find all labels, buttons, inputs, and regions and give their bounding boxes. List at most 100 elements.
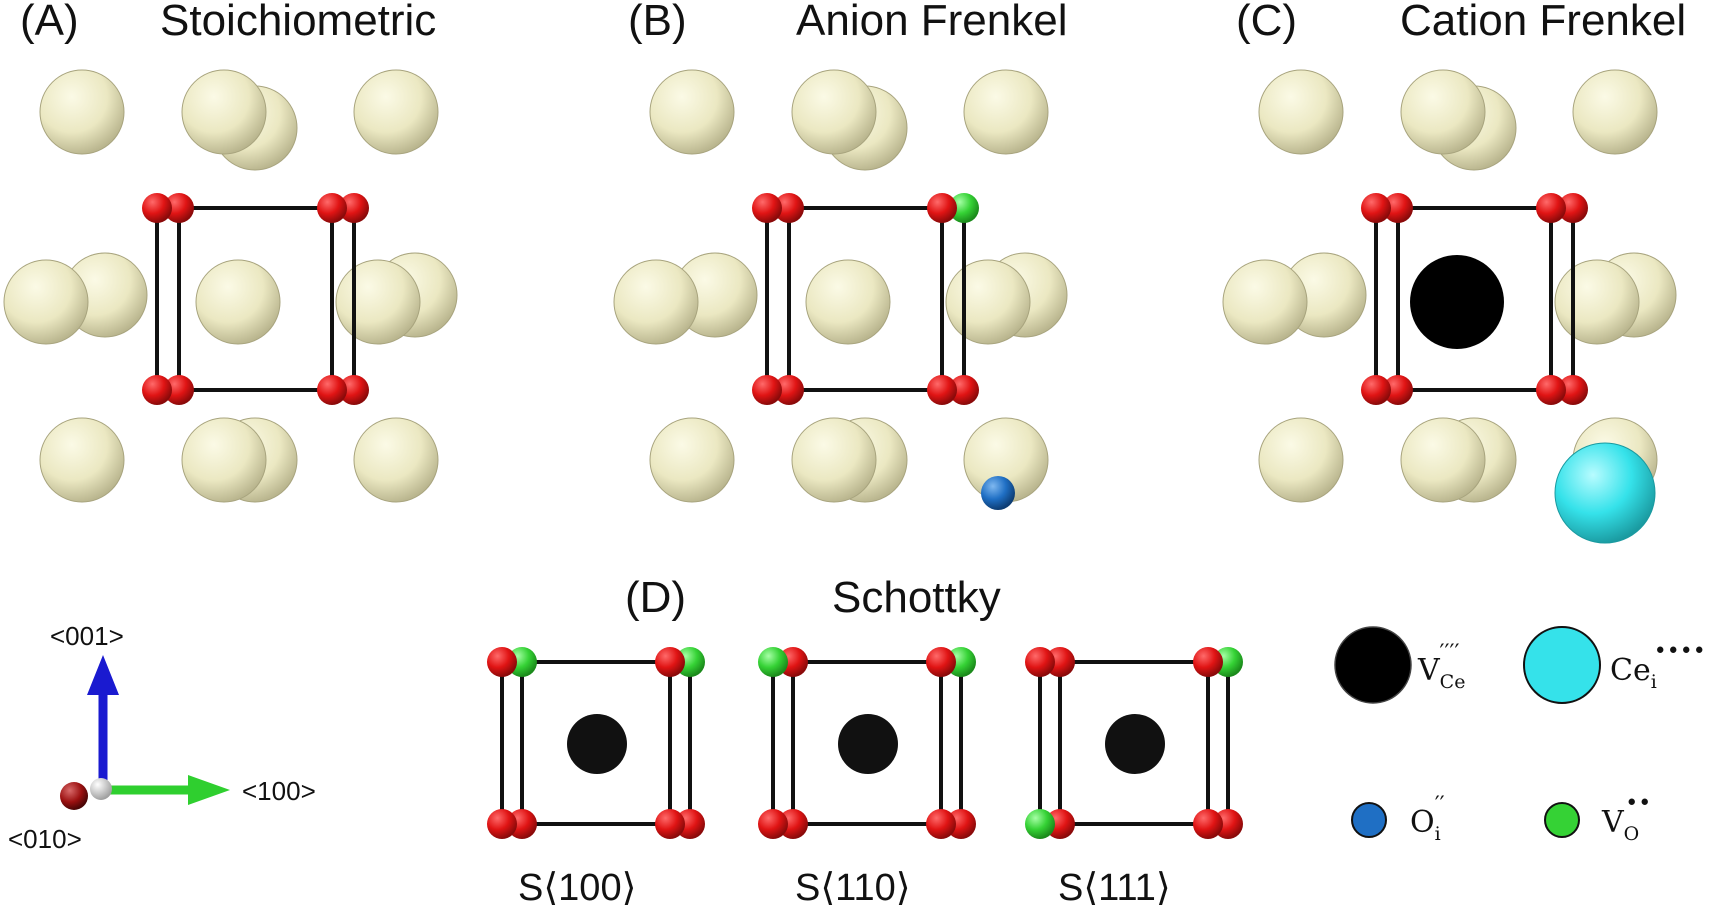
cerium-atom <box>1258 69 1344 155</box>
cerium-atom <box>945 259 1031 345</box>
panel-a-stoichiometric <box>3 69 458 503</box>
panel-a-letter: (A) <box>20 0 79 45</box>
oxygen-atom <box>317 193 347 223</box>
schottky-110-label: S⟨110⟩ <box>795 867 911 909</box>
cerium-atom <box>963 69 1049 155</box>
x-axis-label: <100> <box>242 776 316 806</box>
oxygen-atom <box>1558 375 1588 405</box>
cerium-atom <box>39 417 125 503</box>
panel-c-letter: (C) <box>1236 0 1297 45</box>
cerium-atom <box>1258 417 1344 503</box>
legend-o-interstitial-label: Oi′′ <box>1410 793 1445 845</box>
origin-marker <box>90 778 112 800</box>
cerium-atom <box>181 69 267 155</box>
oxygen-atom <box>926 809 956 839</box>
cerium-atom <box>649 417 735 503</box>
cerium-atom <box>1554 259 1640 345</box>
oxygen-atom <box>1383 375 1413 405</box>
oxygen-atom <box>317 375 347 405</box>
oxygen-atom <box>142 193 172 223</box>
cerium-interstitial <box>1554 442 1656 544</box>
ce-vacancy-marker <box>1105 714 1165 774</box>
oxygen-atom <box>1193 809 1223 839</box>
cerium-atom <box>195 259 281 345</box>
oxygen-atom <box>758 809 788 839</box>
panel-b-letter: (B) <box>628 0 687 45</box>
oxygen-atom <box>655 809 685 839</box>
cerium-atom <box>39 69 125 155</box>
cerium-atom <box>1572 69 1658 155</box>
oxygen-atom <box>1536 375 1566 405</box>
oxygen-atom <box>487 647 517 677</box>
oxygen-atom <box>1558 193 1588 223</box>
cerium-atom <box>649 69 735 155</box>
oxygen-atom <box>1025 809 1055 839</box>
oxygen-atom <box>1361 193 1391 223</box>
panel-d-schottky-110 <box>758 647 976 839</box>
panel-d-letter: (D) <box>625 573 686 622</box>
oxygen-atom <box>774 193 804 223</box>
ce-vacancy-marker <box>1410 255 1504 349</box>
legend: VCe′′′′ Cei•••• Oi′′ VO•• <box>1334 626 1706 845</box>
cerium-atom <box>791 417 877 503</box>
oxygen-atom <box>1361 375 1391 405</box>
schottky-100-label: S⟨100⟩ <box>518 867 636 909</box>
cerium-atom <box>791 69 877 155</box>
legend-ce-vacancy-symbol <box>1334 626 1412 704</box>
oxygen-atom <box>142 375 172 405</box>
oxygen-atom <box>926 647 956 677</box>
legend-ce-vacancy-label: VCe′′′′ <box>1417 641 1465 693</box>
oxygen-atom <box>752 193 782 223</box>
oxygen-atom <box>1383 193 1413 223</box>
legend-ce-interstitial-label: Cei•••• <box>1610 639 1706 693</box>
cerium-atom <box>353 69 439 155</box>
panel-a-title: Stoichiometric <box>160 0 436 45</box>
cerium-atom <box>1400 417 1486 503</box>
cerium-atom <box>335 259 421 345</box>
z-axis-arrowhead <box>87 655 119 695</box>
oxygen-atom <box>487 809 517 839</box>
oxygen-atom <box>927 375 957 405</box>
panel-d-schottky-111 <box>1025 647 1243 839</box>
oxygen-atom <box>655 647 685 677</box>
oxygen-atom <box>1193 647 1223 677</box>
panel-d-schottky-100 <box>487 647 705 839</box>
legend-ce-interstitial-symbol <box>1523 626 1601 704</box>
oxygen-atom <box>758 647 788 677</box>
cerium-atom <box>1222 259 1308 345</box>
oxygen-atom <box>949 193 979 223</box>
schottky-111-label: S⟨111⟩ <box>1058 867 1171 909</box>
oxygen-interstitial <box>981 476 1015 510</box>
ce-vacancy-marker <box>838 714 898 774</box>
panel-b-anion-frenkel <box>613 69 1068 510</box>
oxygen-atom <box>774 375 804 405</box>
x-axis-arrowhead <box>188 775 230 805</box>
panel-d-title: Schottky <box>832 573 1001 622</box>
y-axis-marker <box>60 782 88 810</box>
z-axis-label: <001> <box>50 621 124 651</box>
oxygen-atom <box>339 193 369 223</box>
cerium-atom <box>1400 69 1486 155</box>
panel-b-title: Anion Frenkel <box>796 0 1067 45</box>
panel-c-title: Cation Frenkel <box>1400 0 1686 45</box>
cerium-atom <box>3 259 89 345</box>
cerium-atom <box>805 259 891 345</box>
oxygen-atom <box>164 375 194 405</box>
legend-o-vacancy-label: VO•• <box>1601 791 1651 845</box>
cerium-atom <box>613 259 699 345</box>
panel-c-cation-frenkel <box>1222 69 1677 544</box>
oxygen-atom <box>949 375 979 405</box>
cerium-atom <box>181 417 267 503</box>
oxygen-atom <box>339 375 369 405</box>
axis-triad: <001> <100> <010> <box>8 621 316 854</box>
oxygen-atom <box>1025 647 1055 677</box>
oxygen-atom <box>164 193 194 223</box>
ce-vacancy-marker <box>567 714 627 774</box>
oxygen-atom <box>752 375 782 405</box>
oxygen-atom <box>927 193 957 223</box>
cerium-atom <box>353 417 439 503</box>
y-axis-label: <010> <box>8 824 82 854</box>
legend-o-vacancy-symbol <box>1544 802 1580 838</box>
oxygen-atom <box>1536 193 1566 223</box>
